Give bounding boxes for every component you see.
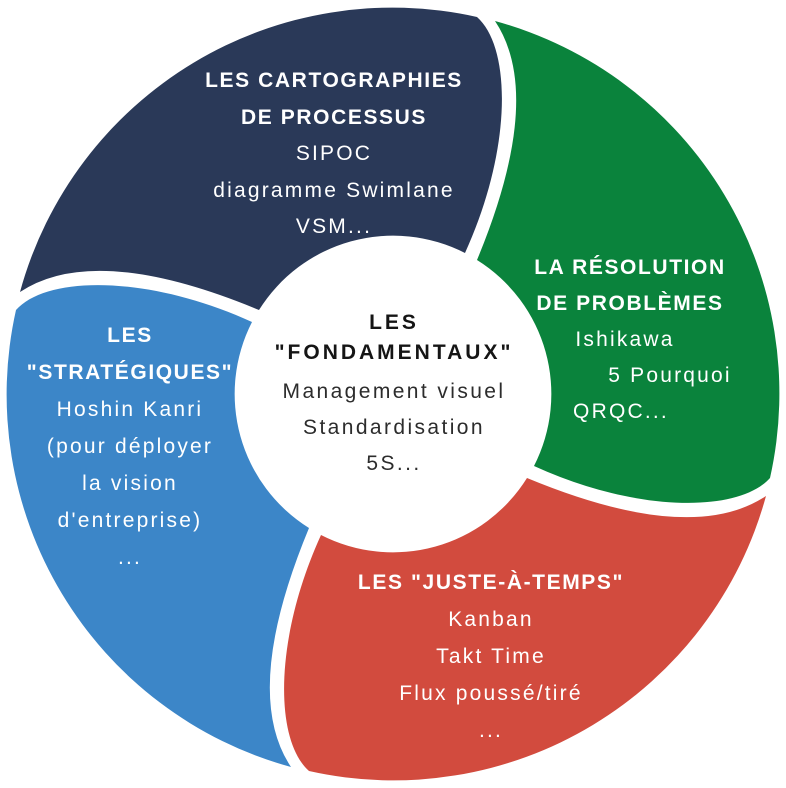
petal-text-strategic: LES "STRATÉGIQUES" Hoshin Kanri (pour dé… <box>27 317 233 576</box>
petal-item: la vision <box>82 472 178 495</box>
petal-item: diagramme Swimlane <box>213 178 455 202</box>
petal-title-line: LES <box>107 324 153 347</box>
petal-item: SIPOC <box>295 142 373 165</box>
petal-title-line: DE PROBLÈMES <box>536 292 724 315</box>
center-items: Management visuel Standardisation 5S... <box>283 374 506 482</box>
center-title-line: "FONDAMENTAUX" <box>274 341 514 364</box>
petal-item: (pour déployer <box>46 435 214 458</box>
center-title-line: LES <box>369 311 419 334</box>
petal-shape-problem-solving <box>477 21 780 503</box>
petal-title-line: LES "JUSTE-À-TEMPS" <box>357 571 625 594</box>
petal-title-line: "STRATÉGIQUES" <box>26 361 234 384</box>
center-item: 5S... <box>366 452 422 475</box>
petal-item: Kanban <box>448 608 534 631</box>
center-item: Management visuel <box>282 380 506 403</box>
petal-item: VSM... <box>295 215 373 238</box>
petal-text-process-maps: LES CARTOGRAPHIES DE PROCESSUS SIPOC dia… <box>205 63 463 246</box>
center-item: Standardisation <box>303 416 485 439</box>
petal-item: d'entreprise) <box>57 509 203 532</box>
petal-item: Ishikawa <box>575 328 675 351</box>
petal-text-problem-solving: LA RÉSOLUTION DE PROBLÈMES Ishikawa 5 Po… <box>534 250 729 430</box>
petal-title-line: LA RÉSOLUTION <box>534 256 726 279</box>
petal-text-just-in-time: LES "JUSTE-À-TEMPS" Kanban Takt Time Flu… <box>358 564 624 749</box>
petal-item: ... <box>117 546 143 569</box>
petal-item: 5 Pourquoi <box>608 364 732 387</box>
petal-item: Takt Time <box>436 645 546 668</box>
petal-item: Flux poussé/tiré <box>399 682 583 705</box>
petal-title-line: LES CARTOGRAPHIES <box>205 69 463 92</box>
petal-title-line: DE PROCESSUS <box>240 105 428 129</box>
petal-shape-process-maps <box>20 7 502 311</box>
center-title: LES "FONDAMENTAUX" <box>275 308 514 368</box>
petal-item: QRQC... <box>573 400 669 423</box>
petal-item: ... <box>478 719 504 742</box>
petal-shape-just-in-time <box>284 478 766 781</box>
petal-item: Hoshin Kanri <box>56 398 204 421</box>
petal-shape-strategic <box>6 285 309 767</box>
